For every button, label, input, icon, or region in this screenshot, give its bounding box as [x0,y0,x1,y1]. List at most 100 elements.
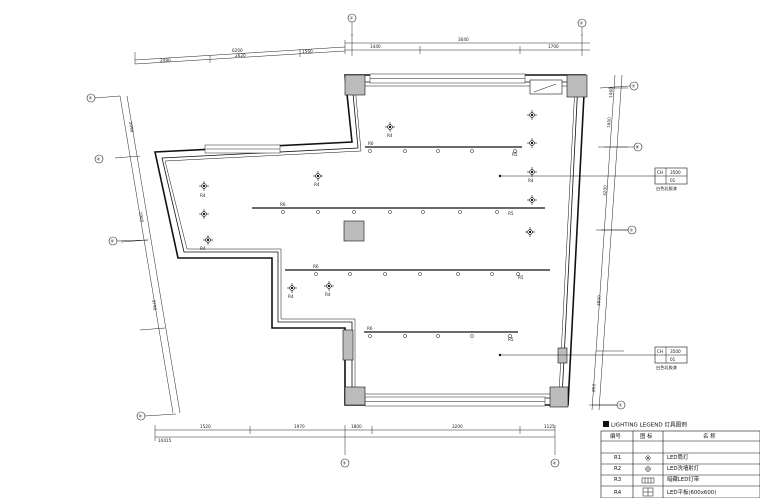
legend-row-1-code: R1 [614,455,621,461]
axis-label-left-4: ⑥ [139,414,143,419]
dimension-bottom-overall: 10415 [158,438,172,443]
column-center [343,220,365,242]
svg-text:3500: 3500 [670,170,681,175]
dimension-top-sub-3: 1560 [302,49,313,54]
dimension-left-1: 2090 [128,121,135,133]
lighting-tracks [252,146,550,333]
legend-header-code: 编号 [610,432,621,440]
dimension-left-3: 3790 [151,299,158,311]
exterior-wall-outline [154,74,586,406]
legend-row-4-code: R4 [614,490,622,496]
svg-text:CH: CH [657,170,663,175]
legend-row-1-desc: LED筒灯 [667,453,689,461]
legend-header-symbol: 图 标 [640,432,653,440]
svg-text:白色乳胶漆: 白色乳胶漆 [656,364,677,371]
axis-label-left-1: ③ [89,96,93,101]
axis-label-right-3: ① [630,228,634,233]
lighting-legend: LIGHTING LEGEND 灯具图例 编号 图 标 名 称 R1 LED筒灯… [600,421,760,498]
dimension-top-sub-1: 2480 [160,58,171,63]
axis-label-top-left: ① [350,16,354,21]
dimension-right-2: 1600 [606,117,612,128]
column-wall-right [557,347,568,364]
axis-label-left-2: ④ [97,157,101,162]
downlight-fixtures [199,110,537,293]
fixture-tag-r4-a: R4 [387,133,393,138]
axis-label-right-4: ② [619,403,623,408]
dimension-top-sub-2: 2620 [235,53,246,58]
axis-bubble-left-3 [108,236,118,246]
axis-bubble-left-1 [86,93,96,103]
wall-washer-icon [645,466,651,472]
dimension-bottom-sub-2: 1970 [294,424,305,429]
svg-text:3500: 3500 [670,349,681,354]
dimension-right-1: 1460 [608,87,614,98]
legend-row-3-code: R3 [614,477,621,483]
axis-bubble-left-4 [136,411,146,421]
window-openings [204,73,546,407]
column-bottom-right [549,386,569,408]
axis-bubble-right-3 [627,225,637,235]
column-wall-left [342,329,354,361]
led-strip-icon [641,477,655,484]
legend-row-2-code: R2 [614,466,621,472]
svg-text:01: 01 [670,178,676,183]
left-dimension-chain [114,95,181,414]
fixture-tag-r6-c: R6 [313,264,319,269]
dimension-bottom-sub-3: 1800 [351,424,362,429]
dimension-bottom-sub-1: 1520 [200,424,211,429]
axis-label-bottom-1: ③ [343,461,347,466]
top-dimension-chain [134,34,590,65]
fixture-tag-r4-b: R4 [314,182,320,187]
led-panel-icon [642,487,654,497]
axis-bubble-bottom-1 [340,458,350,468]
fixture-tags: R4 R4 R4 R4 R4 R4 R4 R5 R5 R5 R5 R6 R6 R… [200,133,534,342]
column-top-right [566,74,588,98]
fixture-tag-r4-d: R4 [200,246,206,251]
ceiling-callout-2: CH 3500 01 白色乳胶漆 [498,346,688,371]
svg-text:CH: CH [657,349,663,354]
axis-bubble-bottom-2 [550,458,560,468]
track-spotlights [281,149,520,338]
axis-bubble-right-1 [629,81,639,91]
fixture-tag-r6-a: R6 [368,141,374,146]
fixture-tag-r5-b: R5 [518,275,524,280]
fixture-tag-r5-d: R5 [508,337,514,342]
legend-row-2-desc: LED洗墙射灯 [667,464,700,472]
column-bottom-left [344,386,366,406]
dimension-right-4: 3800 [596,295,602,306]
fixture-tag-r5-c: R5 [512,152,518,157]
axis-bubble-top-left [347,13,357,23]
downlight-icon [645,455,651,461]
axis-label-left-3: ⑤ [111,239,115,244]
structural-columns [342,74,588,408]
fixture-tag-r5-a: R5 [508,211,514,216]
axis-label-top-right: ② [580,21,584,26]
fixture-tag-r4-c: R4 [200,193,206,198]
dimension-right-3: 3200 [602,185,608,196]
fixture-tag-r6-d: R6 [367,326,373,331]
axis-bubble-right-2 [633,142,643,152]
dimension-right-5: 850 [591,383,597,392]
fixture-tag-r4-f: R4 [288,294,294,299]
dimension-left-2: 1900 [138,211,145,223]
legend-row-4-desc: LED平板(600x600) [667,488,716,496]
column-top-left [344,74,366,96]
fixture-tag-r4-e: R4 [528,178,534,183]
axis-bubble-left-2 [94,154,104,164]
dimension-bottom-sub-4: 3200 [452,424,463,429]
svg-text:01: 01 [670,357,676,362]
axis-bubble-top-right [577,18,587,28]
dimension-top-right-sub-2: 1700 [548,44,559,49]
dimension-bottom-sub-5: 1125 [544,424,555,429]
dimension-top-right-sub-1: 1440 [370,44,381,49]
legend-title: LIGHTING LEGEND 灯具图例 [611,421,687,429]
axis-bubble-right-4 [616,400,626,410]
axis-label-right-1: ⑦ [632,84,636,89]
axis-label-right-2: ⑧ [636,145,640,150]
legend-header-desc: 名 称 [703,432,716,440]
axis-label-bottom-2: ④ [553,461,557,466]
bottom-dimension-chain [154,425,556,455]
fixture-tag-r4-g: R4 [325,292,331,297]
svg-text:白色乳胶漆: 白色乳胶漆 [656,185,677,192]
